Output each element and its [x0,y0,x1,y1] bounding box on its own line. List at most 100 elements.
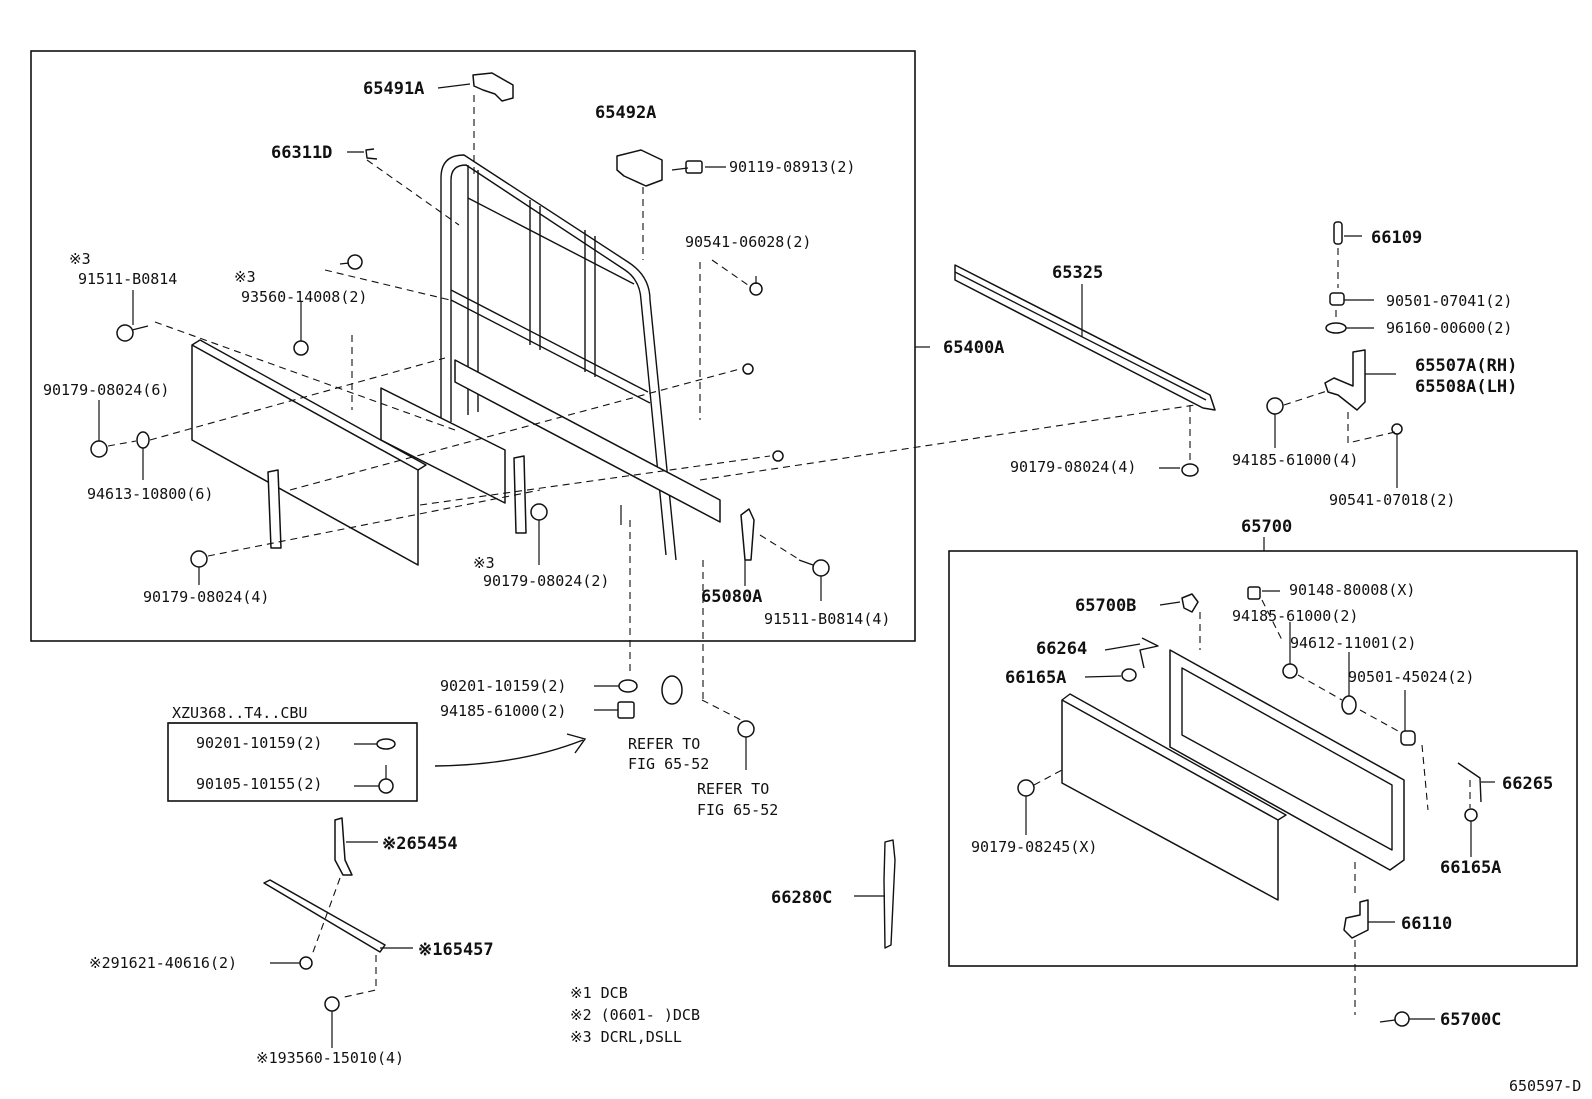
vertical-stay-left [267,469,282,549]
tailgate-panel [1061,699,1279,901]
bolt-93560 [293,320,309,356]
label-refer1b: FIG 65-52 [628,755,709,773]
bolt-refer-2 [737,720,755,770]
label-65491a: 65491A [363,79,424,99]
assembly-lines-hinge [1283,248,1396,444]
label-66280c: 66280C [771,888,832,908]
hinge-65507a [1324,349,1366,411]
bolt-90541-06028 [749,276,763,296]
assembly-lines-tailgate [1033,599,1471,1015]
bolt-93560-15010 [324,996,340,1012]
clip-66311d [365,148,378,160]
nut-90179-2 [530,503,548,521]
nut-90179-x [1017,779,1035,797]
inner-bracket [380,387,506,504]
rod-66264 [1139,637,1159,669]
clamp-65080a [740,508,755,561]
label-box-title: XZU368..T4..CBU [172,704,307,722]
headboard-frame [440,154,677,561]
nut-90179-4l [190,550,208,568]
label-165457: ※165457 [418,940,494,960]
label-93560-15010: ※193560-15010(4) [256,1049,404,1067]
label-65508a: 65508A(LH) [1415,377,1517,397]
bolt-91511-4 [798,559,830,577]
washer-90201-center [618,679,638,693]
label-90179-4r: 90179-08024(4) [1010,458,1136,476]
nut-94185-2r [1282,663,1298,679]
nut-94185-center [617,701,635,719]
label-91511-top: 91511-B0814 [78,270,177,288]
label-66109: 66109 [1371,228,1422,248]
label-91511-4: 91511-B0814(4) [764,610,890,628]
label-90119: 90119-08913(2) [729,158,855,176]
bush-refer-1 [661,675,683,705]
label-65700c: 65700C [1440,1010,1501,1030]
label-90501-07041: 90501-07041(2) [1386,292,1512,310]
stay-65454 [334,817,353,876]
label-90179-6: 90179-08024(6) [43,381,169,399]
label-91621: ※291621-40616(2) [89,954,237,972]
leader-lines [98,83,1495,1048]
legend-note-1: ※1 DCB [570,984,628,1002]
lower-cross-beam [454,359,721,523]
label-90148: 90148-80008(X) [1289,581,1415,599]
label-65325: 65325 [1052,263,1103,283]
label-66265: 66265 [1502,774,1553,794]
bolt-91511-top [116,324,149,342]
bolt-top-93560 [339,254,363,270]
label-refer2b: FIG 65-52 [697,801,778,819]
label-90201-center: 90201-10159(2) [440,677,566,695]
bolt-90105-kit [378,765,394,794]
rod-66265 [1457,762,1482,803]
top-bracket-65491a [472,72,514,102]
rail-65325-edge [954,271,1207,401]
washer-96160 [1325,322,1347,334]
bolt-91621 [299,956,313,970]
bolt-90119 [671,160,703,174]
cap-66165a-right [1464,808,1478,822]
label-90179-2: 90179-08024(2) [483,572,609,590]
label-65492a: 65492A [595,103,656,123]
assembly-lines-lower [311,877,377,999]
hinge-66110 [1343,899,1369,939]
tailgate-assembly-frame [948,550,1578,967]
nut-90179-6 [90,440,108,458]
bolt-65700c [1379,1011,1410,1027]
label-90179-4l: 90179-08024(4) [143,588,269,606]
label-65507a: 65507A(RH) [1415,356,1517,376]
label-90541-07018: 90541-07018(2) [1329,491,1455,509]
label-65400a: 65400A [943,338,1004,358]
label-96160: 96160-00600(2) [1386,319,1512,337]
label-66165a-left: 66165A [1005,668,1066,688]
bolt-right-1 [742,363,754,375]
label-note3b: ※3 [234,268,256,286]
label-66311d: 66311D [271,143,332,163]
label-66264: 66264 [1036,639,1087,659]
label-94613: 94613-10800(6) [87,485,213,503]
cap-66165a-left [1121,668,1137,682]
label-90541-06028: 90541-06028(2) [685,233,811,251]
bracket-65492a [616,149,663,187]
label-94185-2r: 94185-61000(2) [1232,607,1358,625]
side-panel-left [191,344,419,566]
main-assembly-frame [30,50,916,642]
label-94612: 94612-11001(2) [1290,634,1416,652]
label-65700: 65700 [1241,517,1292,537]
bolt-90148 [1247,586,1261,600]
label-box-p1: 90201-10159(2) [196,734,322,752]
latch-66280c [883,839,896,949]
legend-note-3: ※3 DCRL,DSLL [570,1028,682,1046]
assembly-lines-main [107,95,1196,723]
legend-note-2: ※2 (0601- )DCB [570,1006,700,1024]
spring-90501-45024 [1400,730,1416,746]
label-90501-45024: 90501-45024(2) [1348,668,1474,686]
label-65454: ※265454 [382,834,458,854]
label-box-p2: 90105-10155(2) [196,775,322,793]
nut-94185-4 [1266,397,1284,415]
label-65080a: 65080A [701,587,762,607]
tailgate-frame [1169,649,1405,871]
label-65700b: 65700B [1075,596,1136,616]
nut-90179-4r [1181,463,1199,477]
kit-arrow [434,733,587,767]
bolt-right-2 [772,450,784,462]
